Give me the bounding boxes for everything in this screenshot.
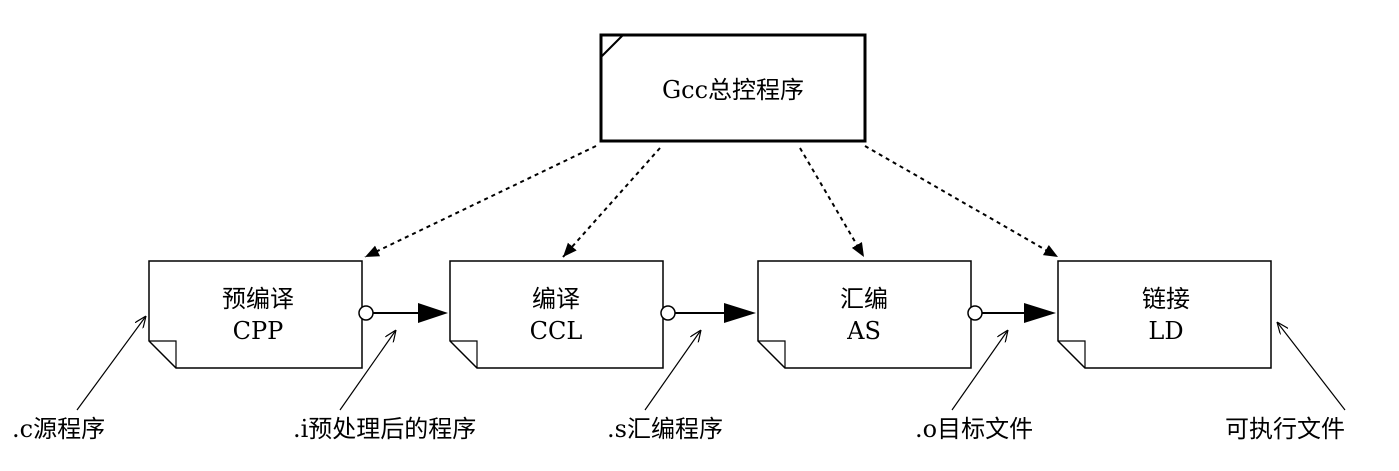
connector-ccl-as xyxy=(660,303,756,323)
file-arrow-s xyxy=(644,330,701,411)
file-arrow-o xyxy=(951,330,1008,411)
file-label-s: .s汇编程序 xyxy=(607,415,723,443)
controller-box: Gcc总控程序 xyxy=(599,33,867,143)
controller-corner-mark xyxy=(600,34,624,58)
stage-code: LD xyxy=(1148,317,1183,345)
stage-code: CPP xyxy=(233,317,284,345)
stage-code: AS xyxy=(846,317,881,345)
stage-name: 汇编 xyxy=(840,285,888,313)
stage-box-ld: 链接 LD xyxy=(1057,260,1272,369)
file-label-o: .o目标文件 xyxy=(915,415,1033,443)
file-label-i: .i预处理后的程序 xyxy=(293,415,476,443)
file-label-c: .c源程序 xyxy=(12,415,105,443)
connector-as-ld xyxy=(967,303,1056,323)
file-arrow-i xyxy=(339,330,396,411)
file-arrow-c xyxy=(76,316,146,411)
stage-name: 编译 xyxy=(532,285,580,313)
file-arrow-exe xyxy=(1277,322,1346,411)
stage-box-ccl: 编译 CCL xyxy=(449,260,664,369)
file-label-exe: 可执行文件 xyxy=(1225,415,1345,443)
control-arrow-ld xyxy=(864,145,1059,258)
stage-box-as: 汇编 AS xyxy=(757,260,972,369)
controller-label: Gcc总控程序 xyxy=(662,76,804,104)
stage-name: 预编译 xyxy=(222,285,294,313)
control-arrow-cpp xyxy=(364,145,597,258)
stage-name: 链接 xyxy=(1142,285,1190,313)
control-arrow-ccl xyxy=(562,147,661,258)
stage-code: CCL xyxy=(530,317,583,345)
connector-cpp-ccl xyxy=(358,303,448,323)
control-arrow-as xyxy=(799,147,865,258)
stage-box-cpp: 预编译 CPP xyxy=(148,260,363,369)
